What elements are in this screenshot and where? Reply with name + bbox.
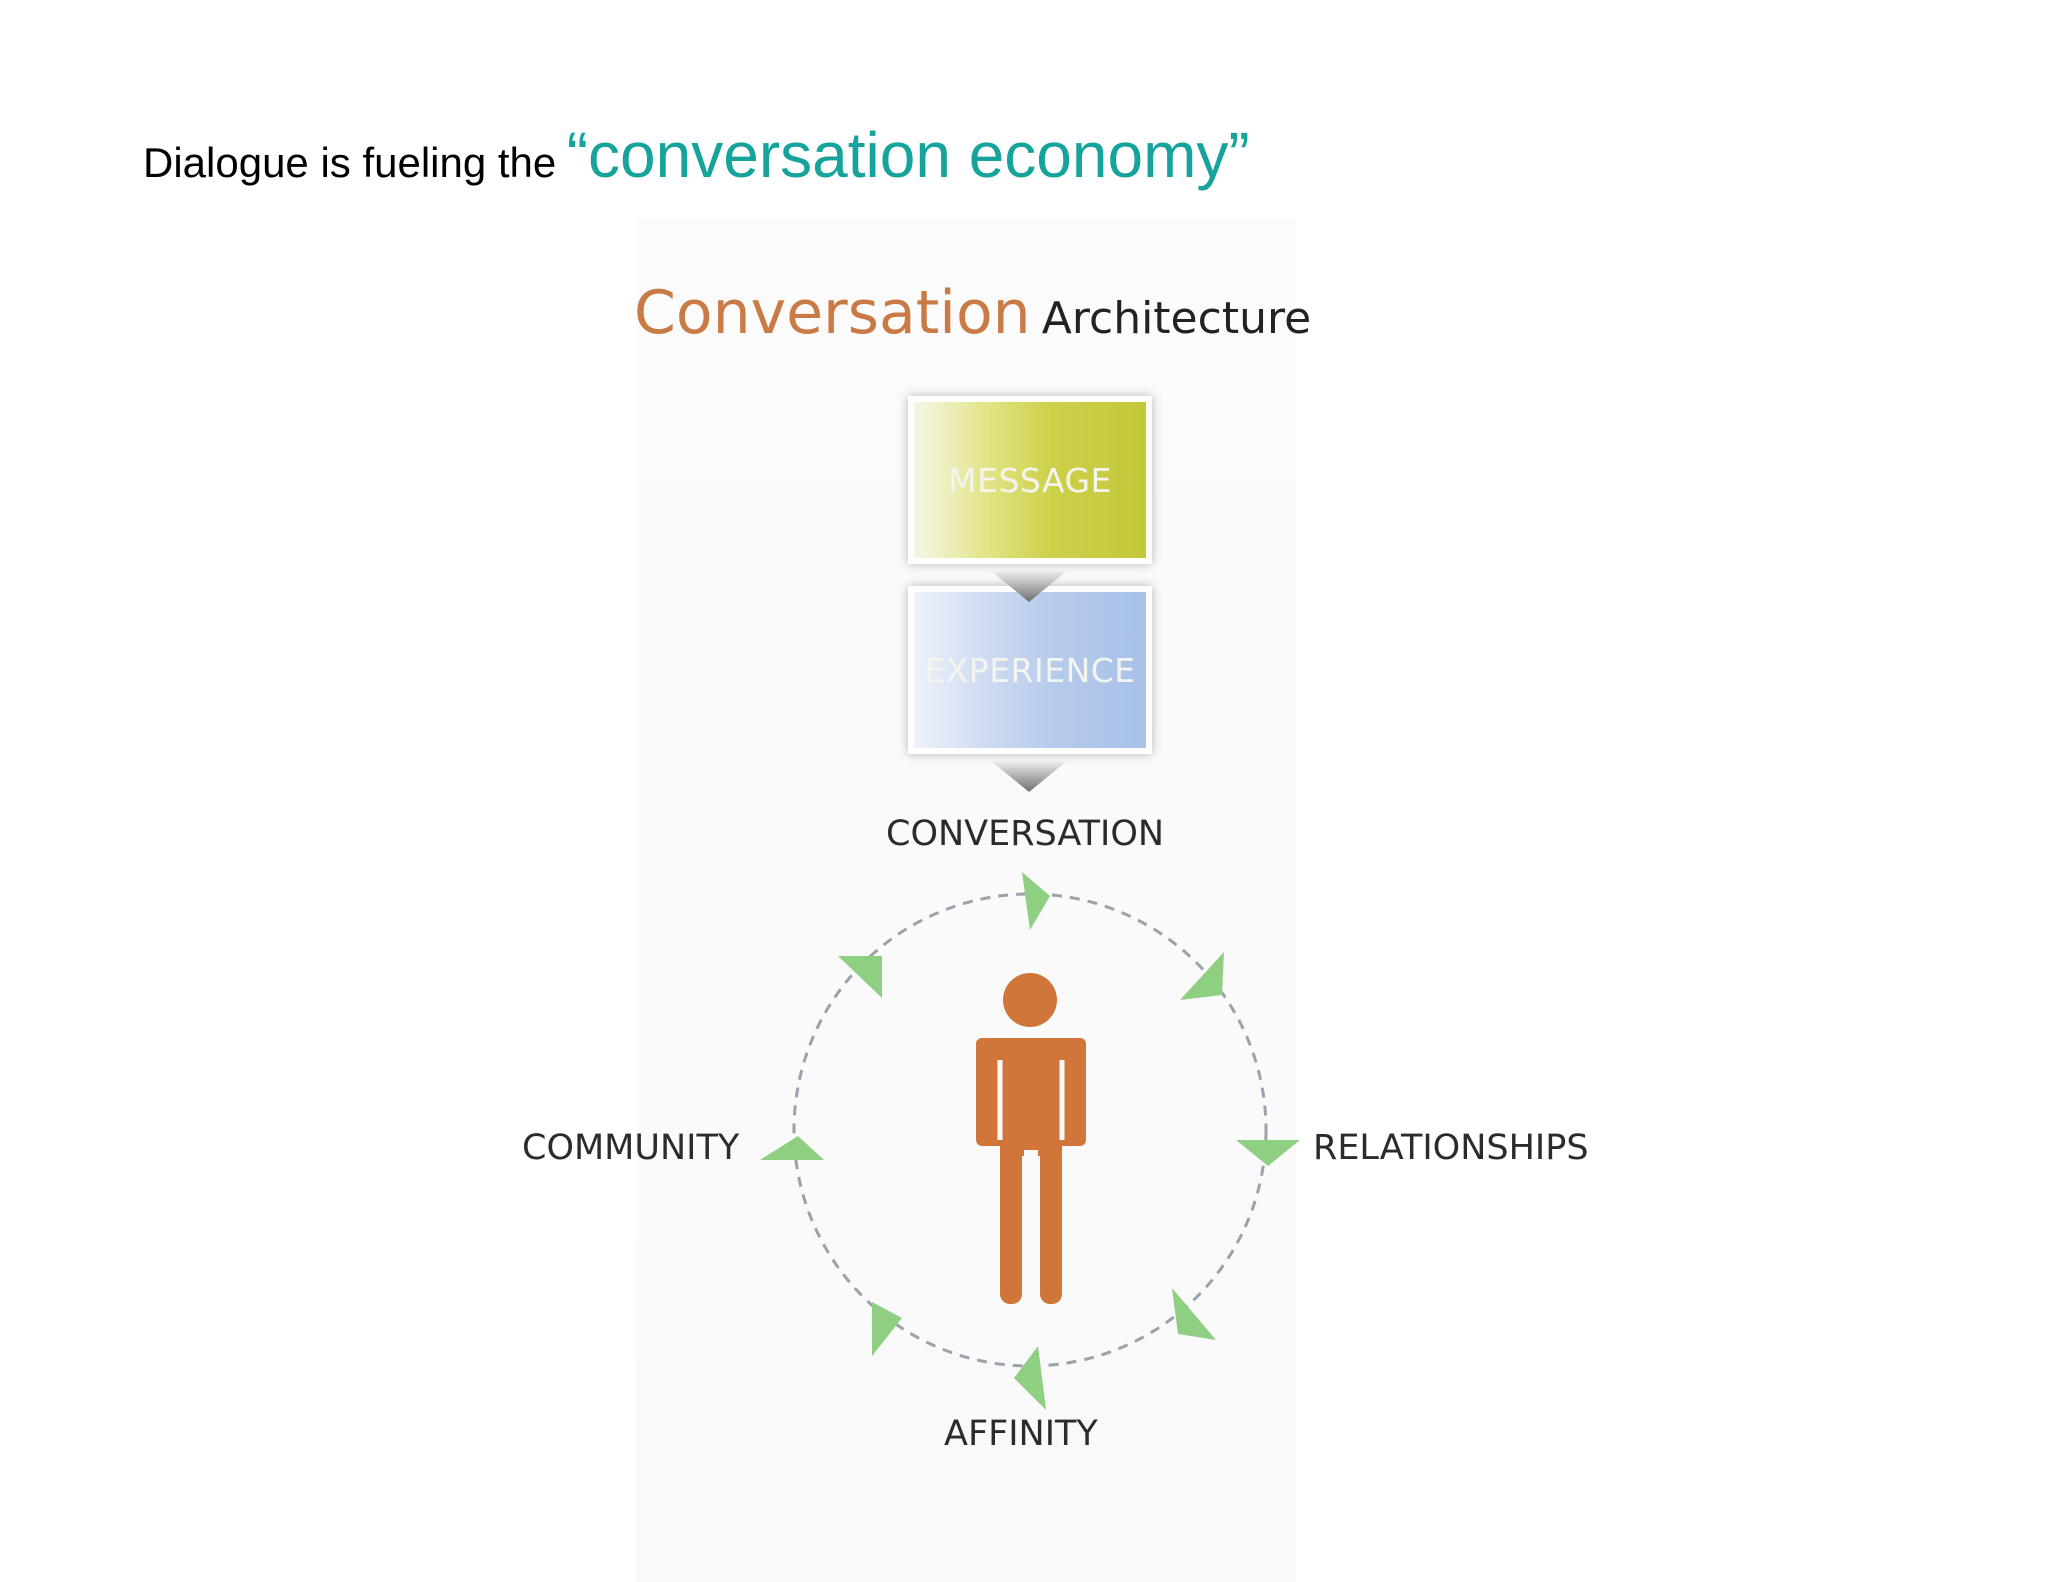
figure-title-architecture: Architecture xyxy=(1041,293,1312,344)
cycle-ring xyxy=(792,892,1268,1368)
experience-box: EXPERIENCE xyxy=(908,586,1152,754)
headline-accent: “conversation economy” xyxy=(566,119,1250,191)
message-box: MESSAGE xyxy=(908,396,1152,564)
figure-title-conversation: Conversation xyxy=(634,278,1031,348)
triangle-arrow-icon xyxy=(1172,1288,1216,1340)
triangle-arrow-icon xyxy=(760,1136,824,1160)
relationships-label: RELATIONSHIPS xyxy=(1313,1128,1589,1168)
triangle-arrow-icon xyxy=(1180,952,1224,1000)
triangle-arrow-icon xyxy=(838,956,882,998)
experience-label: EXPERIENCE xyxy=(924,650,1136,690)
affinity-label: AFFINITY xyxy=(944,1414,1098,1454)
person-icon xyxy=(976,973,1086,1304)
triangle-arrow-icon xyxy=(1236,1140,1300,1166)
chevron-down-icon xyxy=(990,570,1068,602)
headline-lead: Dialogue is fueling the xyxy=(143,139,557,186)
chevron-down-icon xyxy=(990,760,1068,792)
figure-title: Conversation Architecture xyxy=(634,278,1311,348)
triangle-arrow-icon xyxy=(1022,872,1050,930)
message-label: MESSAGE xyxy=(948,460,1112,500)
cycle-arrows xyxy=(760,872,1300,1410)
triangle-arrow-icon xyxy=(1014,1346,1046,1410)
headline: Dialogue is fueling the “conversation ec… xyxy=(143,118,1250,192)
triangle-arrow-icon xyxy=(872,1302,902,1356)
conversation-label: CONVERSATION xyxy=(886,814,1165,854)
community-label: COMMUNITY xyxy=(522,1128,740,1168)
